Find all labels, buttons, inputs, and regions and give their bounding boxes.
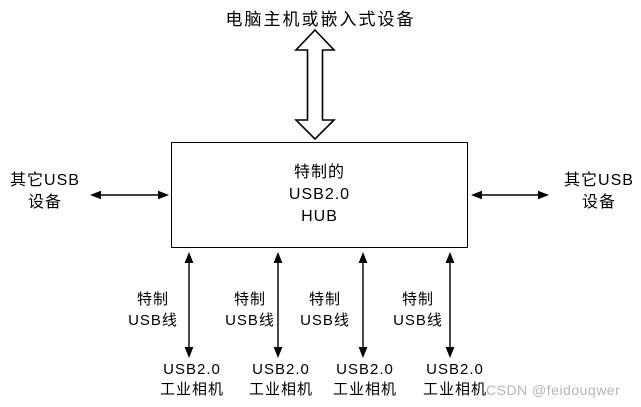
left-usb-device-line1: 其它USB [10,172,80,189]
camera-label-3-line2: 工业相机 [332,381,397,398]
hub-label-line1: 特制的 [293,164,345,181]
cable-label-1: 特制 USB线 [121,289,185,331]
camera-label-1-line1: USB2.0 [163,361,221,378]
cable-label-4-line1: 特制 [401,291,434,308]
cable-label-2-line1: 特制 [233,291,266,308]
host-device-label: 电脑主机或嵌入式设备 [225,10,416,29]
right-usb-device-label: 其它USB 设备 [554,170,641,214]
right-device-double-arrow [471,190,549,200]
cable-label-1-line1: 特制 [136,291,169,308]
left-device-double-arrow [90,190,169,200]
hub-label-line3: HUB [301,208,338,225]
cable-label-4-line2: USB线 [393,312,443,329]
camera-label-4-line1: USB2.0 [426,361,484,378]
cable-label-1-line2: USB线 [128,312,178,329]
cable-label-3: 特制 USB线 [293,289,357,331]
camera-label-2-line2: 工业相机 [248,381,313,398]
camera-label-4-line2: 工业相机 [422,381,487,398]
cable-label-3-line1: 特制 [308,291,341,308]
cable-label-2-line2: USB线 [225,312,275,329]
camera-label-1-line2: 工业相机 [159,381,224,398]
right-usb-device-line2: 设备 [581,194,616,211]
cable-label-3-line2: USB线 [300,312,350,329]
watermark-text: CSDN @feidouqwer [486,382,621,398]
hub-box: 特制的 USB2.0 HUB [171,142,468,248]
left-usb-device-label: 其它USB 设备 [0,170,90,214]
cable-double-arrow-3 [358,252,368,358]
camera-label-2-line1: USB2.0 [252,361,310,378]
camera-label-3: USB2.0 工业相机 [322,360,408,400]
cable-label-4: 特制 USB线 [386,289,450,331]
camera-label-1: USB2.0 工业相机 [149,360,235,400]
hub-label-line2: USB2.0 [288,186,351,203]
left-usb-device-line2: 设备 [27,194,62,211]
camera-label-4: USB2.0 工业相机 [412,360,498,400]
camera-label-2: USB2.0 工业相机 [238,360,324,400]
cable-label-2: 特制 USB线 [218,289,282,331]
right-usb-device-line1: 其它USB [564,172,634,189]
host-hub-double-arrow [294,28,336,141]
cable-double-arrow-1 [184,252,194,358]
camera-label-3-line1: USB2.0 [336,361,394,378]
